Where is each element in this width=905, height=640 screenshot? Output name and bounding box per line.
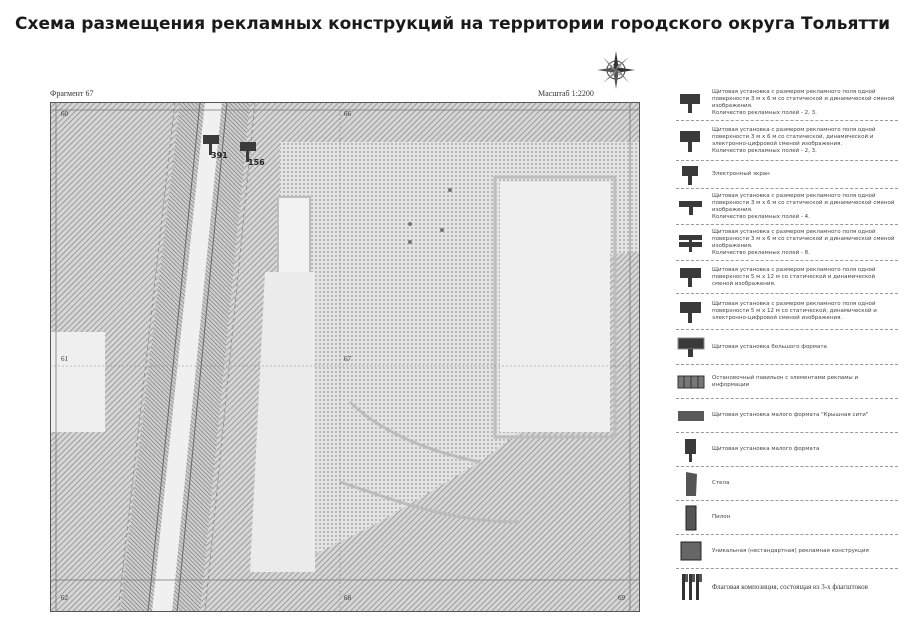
grid-label-62: 62 [61,594,68,602]
billboard-3x6-digital-icon [680,130,700,152]
legend-item: Пилон [676,501,898,535]
legend-text: Щитовая установка с размером рекламного … [712,301,877,321]
grid-label-69: 69 [618,594,625,602]
legend-text: Щитовая установка с размером рекламного … [712,228,895,256]
unique-construction-icon [680,541,702,560]
road-median [152,102,222,612]
pavilion-icon [677,375,705,388]
billboard-4-fields-icon [679,200,702,215]
grid-label-60: 60 [61,110,68,118]
legend-item: Щитовая установка малого формата [676,433,898,467]
marker-label-156: 156 [248,158,265,167]
legend-item: Остановочный павильон с элементами рекла… [676,365,898,399]
compass-rose-icon [597,51,635,89]
legend-text: Уникальная (нестандартная) рекламная кон… [712,548,869,554]
parking-strip [250,272,315,572]
fragment-label: Фрагмент 67 [50,89,94,98]
legend-text: Щитовая установка с размером рекламного … [712,192,895,220]
legend-item: Щитовая установка с размером рекламного … [676,189,898,225]
legend-item: Электронный экран [676,161,898,189]
legend-text: Щитовая установка малого формата "Крышна… [712,412,869,418]
legend: Щитовая установка с размером рекламного … [676,86,898,605]
legend-text: Флаговая композиция, состоящая из 3-х фл… [712,582,868,591]
legend-text: Щитовая установка с размером рекламного … [712,89,895,116]
map-title: Схема размещения рекламных конструкций н… [15,14,890,34]
legend-text: Щитовая установка с размером рекламного … [712,266,876,287]
ad-marker-156[interactable] [240,142,256,162]
legend-item: Щитовая установка с размером рекламного … [676,294,898,330]
legend-item: Стела [676,467,898,501]
billboard-3x6-icon [680,94,700,113]
open-lot [50,332,105,432]
legend-text: Щитовая установка большого формата [712,343,827,350]
legend-item: Уникальная (нестандартная) рекламная кон… [676,535,898,569]
ad-marker-391[interactable] [203,135,219,155]
map-fragment[interactable]: 60 66 61 67 62 68 69 391 156 [50,102,640,612]
legend-item: Щитовая установка с размером рекламного … [676,225,898,261]
building-block [500,182,610,432]
legend-item: Щитовая установка большого формата [676,330,898,365]
billboard-5x12-digital-icon [680,301,701,323]
legend-text: Щитовая установка малого формата [712,446,820,452]
small-format-billboard-icon [685,438,696,462]
scale-label: Масштаб 1:2200 [538,89,594,98]
legend-item: Щитовая установка с размером рекламного … [676,121,898,161]
grid-label-61: 61 [61,355,68,363]
billboard-5x12-icon [680,268,701,287]
legend-text: Электронный экран [712,171,770,177]
legend-item: Щитовая установка с размером рекламного … [676,261,898,294]
legend-text: Стела [712,480,730,486]
grid-label-68: 68 [344,594,351,602]
legend-text: Пилон [712,514,731,520]
legend-item: Щитовая установка с размером рекламного … [676,86,898,121]
legend-text: Остановочный павильон с элементами рекла… [712,374,859,388]
marker-label-391: 391 [211,151,228,160]
pylon-icon [685,505,697,530]
large-format-billboard-icon [677,337,705,357]
billboard-8-fields-icon [679,234,702,252]
stela-icon [686,471,697,496]
electronic-screen-icon [682,165,698,185]
legend-text: Щитовая установка с размером рекламного … [712,126,876,154]
legend-item: Щитовая установка малого формата "Крышна… [676,399,898,433]
grid-label-66: 66 [344,110,351,118]
legend-item: Флаговая композиция, состоящая из 3-х фл… [676,569,898,605]
small-format-citylight-icon [678,410,704,421]
grid-label-67: 67 [344,355,351,363]
flag-composition-icon [682,574,702,600]
